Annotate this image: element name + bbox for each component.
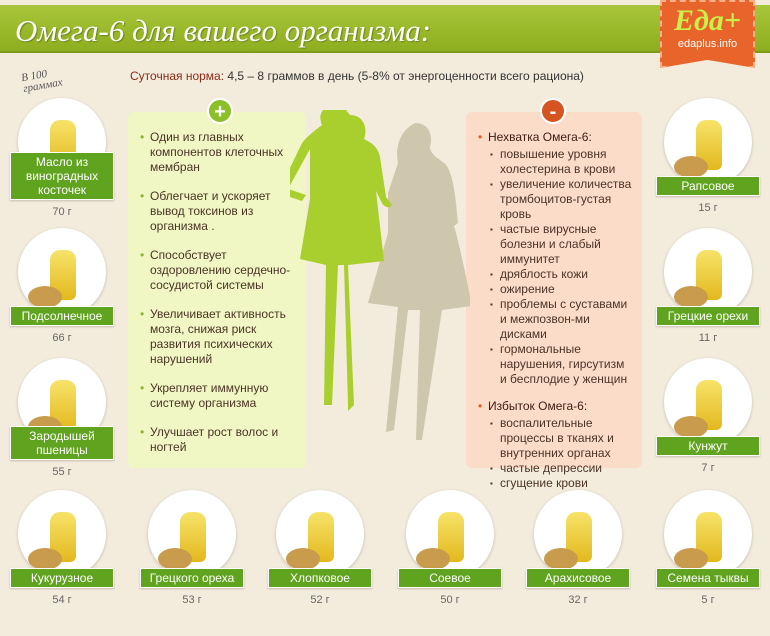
deficit-title: Нехватка Омега-6: (478, 130, 632, 145)
food-amount: 5 г (701, 594, 715, 606)
title-banner: Омега-6 для вашего организма: (0, 5, 770, 53)
per-100g-note: В 100 граммах (20, 67, 64, 96)
food-amount: 52 г (310, 594, 330, 606)
food-amount: 15 г (698, 202, 718, 214)
deficit-item: гормональные нарушения, гирсутизм и бесп… (490, 342, 632, 387)
risks-panel: Нехватка Омега-6: повышение уровня холес… (466, 112, 642, 491)
oil-bottle-icon (18, 228, 106, 316)
daily-norm-text: 4,5 – 8 граммов в день (5-8% от энергоце… (227, 69, 584, 83)
food-item: Соевое 50 г (398, 490, 502, 606)
benefit-item: Улучшает рост волос и ногтей (140, 425, 296, 455)
benefits-panel: Один из главных компонентов клеточных ме… (128, 112, 306, 468)
oil-bottle-icon (276, 490, 364, 578)
oil-bottle-icon (664, 490, 752, 578)
food-amount: 53 г (182, 594, 202, 606)
food-amount: 55 г (52, 466, 72, 478)
excess-item: воспалительные процессы в тканях и внутр… (490, 416, 632, 461)
food-item: Хлопковое 52 г (268, 490, 372, 606)
food-name: Зародышей пшеницы (10, 426, 114, 460)
deficit-item: частые вирусные болезни и слабый иммунит… (490, 222, 632, 267)
food-item: Семена тыквы 5 г (656, 490, 760, 606)
oil-bottle-icon (664, 98, 752, 186)
oil-bottle-icon (406, 490, 494, 578)
food-item: Масло из виноградных косточек 70 г (10, 98, 114, 218)
food-name: Кукурузное (10, 568, 114, 588)
benefit-item: Способствует оздоровлению сердечно-сосуд… (140, 248, 296, 293)
food-name: Кунжут (656, 436, 760, 456)
food-amount: 7 г (701, 462, 715, 474)
daily-norm-label: Суточная норма: (130, 69, 225, 83)
benefit-item: Увеличивает активность мозга, снижая рис… (140, 307, 296, 367)
logo-url: edaplus.info (677, 38, 738, 50)
food-item: Арахисовое 32 г (526, 490, 630, 606)
benefit-item: Один из главных компонентов клеточных ме… (140, 130, 296, 175)
food-item: Грецкие орехи 11 г (656, 228, 760, 344)
oil-bottle-icon (148, 490, 236, 578)
food-name: Рапсовое (656, 176, 760, 196)
food-name: Хлопковое (268, 568, 372, 588)
food-amount: 54 г (52, 594, 72, 606)
page-title: Омега-6 для вашего организма: (15, 13, 432, 48)
benefit-item: Укрепляет иммунную систему организма (140, 381, 296, 411)
deficit-item: проблемы с суставами и межпозвон-ми диск… (490, 297, 632, 342)
logo[interactable]: Еда+ edaplus.info (660, 0, 755, 68)
daily-norm: Суточная норма: 4,5 – 8 граммов в день (… (130, 69, 584, 83)
oil-bottle-icon (18, 490, 106, 578)
deficit-item: повышение уровня холестерина в крови (490, 147, 632, 177)
deficit-item: ожирение (490, 282, 632, 297)
plus-icon: + (207, 98, 233, 124)
food-amount: 70 г (52, 206, 72, 218)
food-item: Кукурузное 54 г (10, 490, 114, 606)
excess-item: частые депрессии (490, 461, 632, 476)
logo-brand: Еда+ (674, 4, 741, 37)
food-amount: 50 г (440, 594, 460, 606)
food-name: Подсолнечное (10, 306, 114, 326)
food-amount: 32 г (568, 594, 588, 606)
oil-bottle-icon (534, 490, 622, 578)
minus-icon: - (540, 98, 566, 124)
food-item: Рапсовое 15 г (656, 98, 760, 214)
food-name: Грецкого ореха (140, 568, 244, 588)
excess-item: сгущение крови (490, 476, 632, 491)
food-name: Масло из виноградных косточек (10, 152, 114, 200)
food-name: Арахисовое (526, 568, 630, 588)
food-name: Семена тыквы (656, 568, 760, 588)
excess-title: Избыток Омега-6: (478, 399, 632, 414)
food-item: Грецкого ореха 53 г (140, 490, 244, 606)
food-item: Кунжут 7 г (656, 358, 760, 474)
oil-bottle-icon (664, 358, 752, 446)
deficit-item: увеличение количества тромбоцитов-густая… (490, 177, 632, 222)
food-item: Подсолнечное 66 г (10, 228, 114, 344)
food-name: Соевое (398, 568, 502, 588)
food-item: Зародышей пшеницы 55 г (10, 358, 114, 478)
food-name: Грецкие орехи (656, 306, 760, 326)
deficit-item: дряблость кожи (490, 267, 632, 282)
woman-silhouette-icon (290, 110, 470, 440)
benefit-item: Облегчает и ускоряет вывод токсинов из о… (140, 189, 296, 234)
oil-bottle-icon (664, 228, 752, 316)
food-amount: 11 г (698, 332, 718, 344)
food-amount: 66 г (52, 332, 72, 344)
